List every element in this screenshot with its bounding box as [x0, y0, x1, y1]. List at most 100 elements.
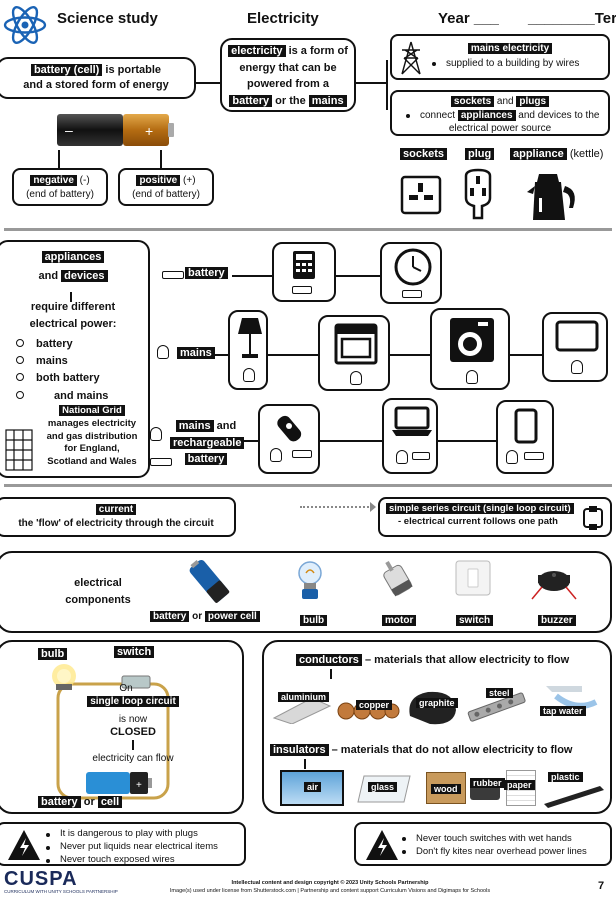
warning-icon-2: [366, 830, 398, 860]
tablet-device: [542, 312, 608, 382]
svg-text:–: –: [65, 122, 73, 138]
closed-text: CLOSED: [110, 726, 156, 738]
power-item-both-2: and mains: [14, 388, 148, 405]
laptop-plug-icon: [396, 450, 408, 464]
calc-battery-icon: [292, 286, 312, 294]
sockets-b2: and devices to the: [515, 109, 600, 121]
flow-arrow-head: [370, 502, 376, 512]
shaver-icon: [277, 415, 302, 442]
row-both-rechargeable: rechargeable: [170, 436, 245, 449]
national-grid-icon: [5, 429, 33, 471]
conductors-label: conductors: [296, 654, 362, 666]
conductor-tap-water: tap water: [540, 706, 586, 716]
laptop-icon: [392, 406, 432, 436]
conductor-copper: copper: [356, 700, 393, 710]
component-battery-label: battery: [150, 611, 190, 622]
washing-machine-device: [430, 308, 510, 390]
switch-on-text: On: [119, 683, 133, 694]
elec-t2: energy that can be: [239, 61, 337, 74]
phone-icon: [514, 408, 538, 444]
insulator-glass: glass: [368, 782, 398, 792]
elec-mains-label: mains: [308, 94, 347, 107]
appliances-label: appliances: [457, 109, 516, 121]
appliances-box: appliances and devices require different…: [0, 240, 150, 478]
power-cell-image: [189, 559, 230, 603]
sockets-and: and: [494, 96, 517, 107]
electricity-definition-box: electricity is a form of energy that can…: [220, 38, 356, 112]
current-label: current: [95, 504, 137, 515]
lamp-plug-icon: [243, 368, 255, 382]
switch-image: [455, 560, 491, 596]
elec-battery-label: battery: [229, 94, 273, 107]
power-item-mains: mains: [14, 353, 148, 370]
components-title-2: components: [65, 593, 131, 606]
elec-t4: or the: [272, 94, 309, 107]
battery-mini-icon-2: [150, 458, 172, 466]
phone-plug-icon: [506, 450, 518, 464]
plug-caption: plug: [465, 148, 495, 160]
bulb-image: [298, 561, 322, 599]
row-battery-label: battery: [185, 267, 228, 279]
require-text: require different: [30, 301, 116, 314]
grid-line-2: and gas distribution: [46, 430, 138, 442]
row-mains-label: mains: [177, 347, 215, 359]
row-both-battery: battery: [184, 453, 228, 465]
sockets-caption: sockets: [400, 148, 447, 160]
insulators-label: insulators: [270, 744, 329, 756]
conductor-graphite: graphite: [416, 698, 458, 708]
grid-line-3: for England,: [64, 443, 120, 455]
component-cell-label: power cell: [204, 611, 260, 622]
conductor-aluminium: aluminium: [278, 692, 330, 702]
footer-copyright: Intellectual content and design copyrigh…: [231, 880, 429, 886]
flow-arrow: [300, 506, 372, 508]
plug-mini-icon: [157, 345, 169, 359]
mains-electricity-label: mains electricity: [467, 43, 553, 54]
power-item-both: both battery: [14, 370, 148, 387]
insulator-paper: paper: [504, 780, 535, 790]
insulator-plastic: plastic: [548, 772, 583, 782]
component-switch-label: switch: [456, 615, 494, 626]
atom-logo-icon: [3, 6, 47, 44]
laptop-battery-icon: [412, 452, 430, 460]
elec-t3: powered from a: [247, 78, 329, 90]
devices-title: devices: [61, 269, 108, 282]
kettle-icon: [527, 174, 575, 220]
circuit-or: or: [80, 796, 98, 808]
component-bulb-label: bulb: [300, 615, 328, 626]
series-circuit-text: - electrical current follows one path: [398, 515, 558, 527]
circuit-battery-image: +: [86, 772, 152, 794]
current-text: the 'flow' of electricity through the ci…: [18, 517, 214, 529]
battery-text-2: and a stored form of energy: [23, 78, 169, 91]
components-title-1: electrical: [74, 577, 122, 589]
positive-label: positive: [136, 175, 181, 186]
svg-text:+: +: [145, 123, 153, 139]
power-text: electrical power:: [29, 317, 117, 330]
warning-icon: [8, 830, 40, 860]
plastic-image: [544, 786, 604, 808]
lamp-icon: [238, 318, 262, 358]
circuit-box: bulb switch On single loop circuit is no…: [0, 640, 244, 814]
circuit-battery-label: battery: [38, 796, 81, 808]
year-field: Year ___: [438, 10, 499, 27]
term-field: ________Term: [528, 10, 616, 27]
page-number: 7: [598, 880, 605, 892]
current-box: current the 'flow' of electricity through…: [0, 497, 236, 537]
shaver-plug-icon: [270, 448, 282, 462]
safety-right-1: Never touch switches with wet hands: [402, 832, 587, 845]
conductors-t1: – materials that: [361, 654, 449, 666]
clock-icon: [394, 248, 432, 286]
plugs-label: plugs: [516, 96, 550, 107]
laptop-device: [382, 398, 438, 474]
positive-sub: (end of battery): [132, 188, 200, 200]
insulator-air: air: [304, 782, 322, 792]
battery-image: – +: [57, 114, 174, 146]
circuit-cell-label: cell: [97, 796, 123, 808]
tablet-icon: [555, 320, 599, 352]
row-both-and: and: [213, 420, 237, 432]
insulators-t2: allow electricity to flow: [449, 744, 573, 756]
oven-device: [318, 315, 390, 391]
component-buzzer-label: buzzer: [538, 615, 576, 626]
positive-terminal-box: positive (+)(end of battery): [118, 168, 214, 206]
oven-plug-icon: [350, 371, 362, 385]
